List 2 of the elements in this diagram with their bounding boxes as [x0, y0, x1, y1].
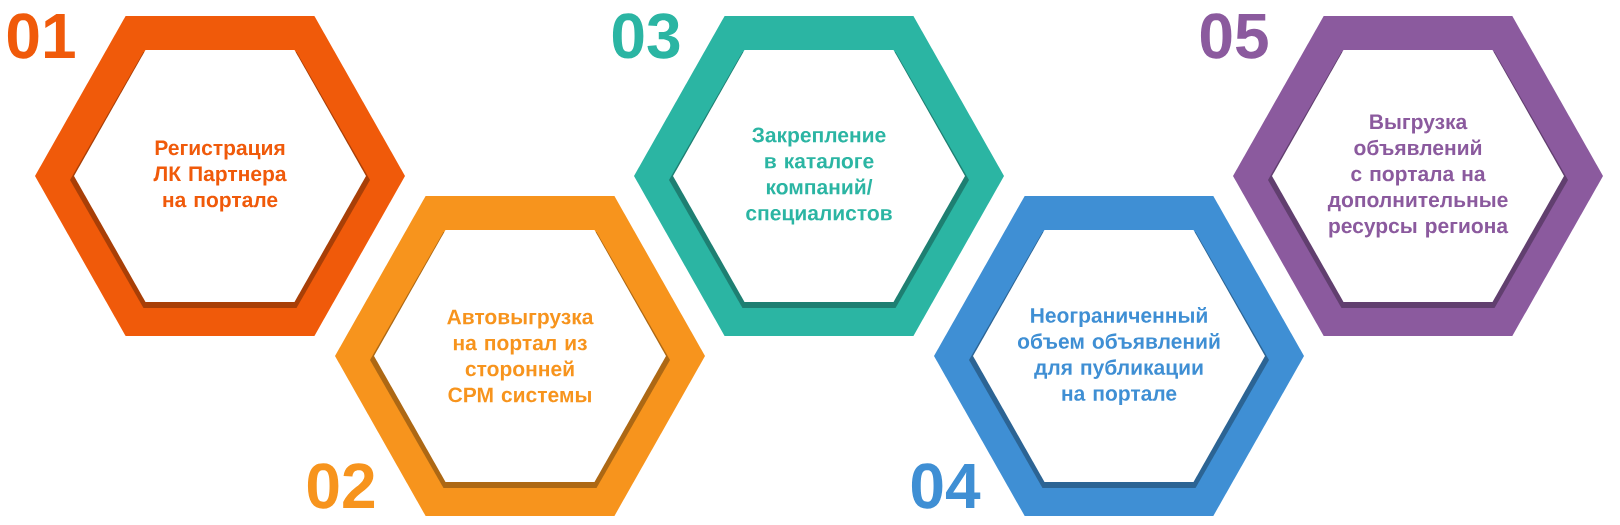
step-number: 04	[911, 463, 981, 509]
step-number: 03	[612, 13, 680, 59]
